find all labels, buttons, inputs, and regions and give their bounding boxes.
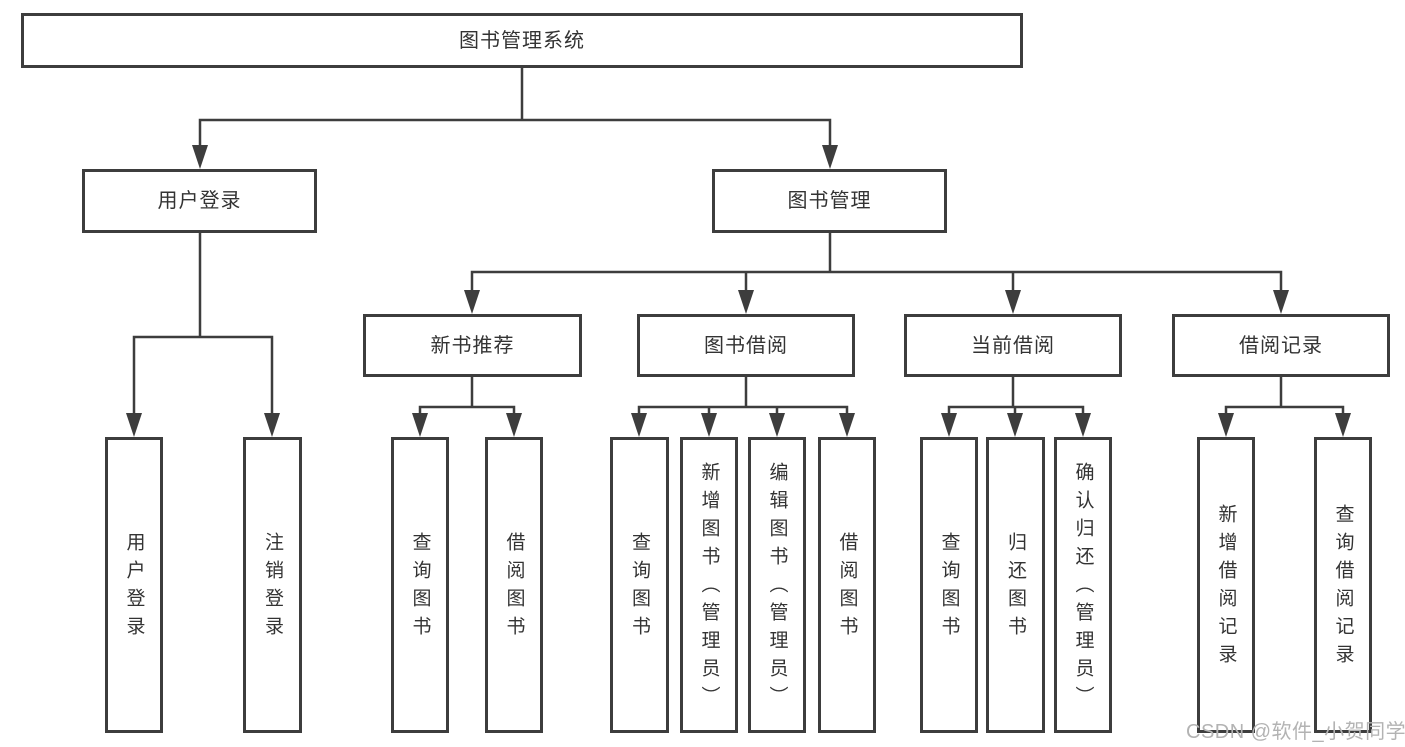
node-new-book-recommend: 新书推荐: [363, 314, 582, 377]
arrowheads: [126, 145, 1351, 437]
csdn-watermark: CSDN @软件_小贺同学: [1186, 721, 1405, 743]
node-user-login: 用户登录: [82, 169, 317, 233]
leaf-user-login: 用户登录: [105, 437, 163, 733]
node-book-management: 图书管理: [712, 169, 947, 233]
leaf-borrow-edit-books-admin: 编辑图书（管理员）: [748, 437, 806, 733]
edge-root-to-level2: [198, 68, 832, 148]
leaf-records-query-record: 查询借阅记录: [1314, 437, 1372, 733]
leaf-borrow-query-books: 查询图书: [610, 437, 669, 733]
edge-book-management-group: [470, 233, 1283, 293]
node-book-borrow: 图书借阅: [637, 314, 855, 377]
leaf-newbooks-borrow-books: 借阅图书: [485, 437, 543, 733]
edge-new-books-group: [418, 377, 516, 418]
edge-current-borrow-group: [947, 377, 1085, 418]
leaf-current-query-books: 查询图书: [920, 437, 978, 733]
node-root: 图书管理系统: [21, 13, 1023, 68]
node-borrow-records: 借阅记录: [1172, 314, 1390, 377]
leaf-current-confirm-return-admin: 确认归还（管理员）: [1054, 437, 1112, 733]
leaf-current-return-books: 归还图书: [986, 437, 1045, 733]
edge-borrow-records-group: [1224, 377, 1345, 418]
leaf-borrow-borrow-books: 借阅图书: [818, 437, 876, 733]
leaf-logout: 注销登录: [243, 437, 302, 733]
leaf-borrow-add-books-admin: 新增图书（管理员）: [680, 437, 738, 733]
edge-book-borrow-group: [637, 377, 849, 418]
node-current-borrow: 当前借阅: [904, 314, 1122, 377]
leaf-newbooks-query-books: 查询图书: [391, 437, 449, 733]
edge-user-login-group: [132, 233, 274, 418]
leaf-records-add-record: 新增借阅记录: [1197, 437, 1255, 733]
